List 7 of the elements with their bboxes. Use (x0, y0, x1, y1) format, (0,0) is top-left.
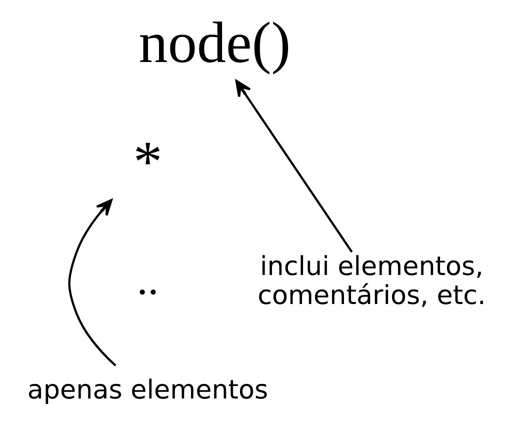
node-text: * (132, 129, 162, 194)
label: .. (136, 256, 158, 304)
node-text: inclui elementos, comentários, etc. (257, 252, 486, 311)
node-text: node() (138, 10, 290, 75)
node-text: apenas elementos (26, 375, 268, 406)
arrow (234, 80, 352, 253)
arrow (68, 199, 116, 366)
